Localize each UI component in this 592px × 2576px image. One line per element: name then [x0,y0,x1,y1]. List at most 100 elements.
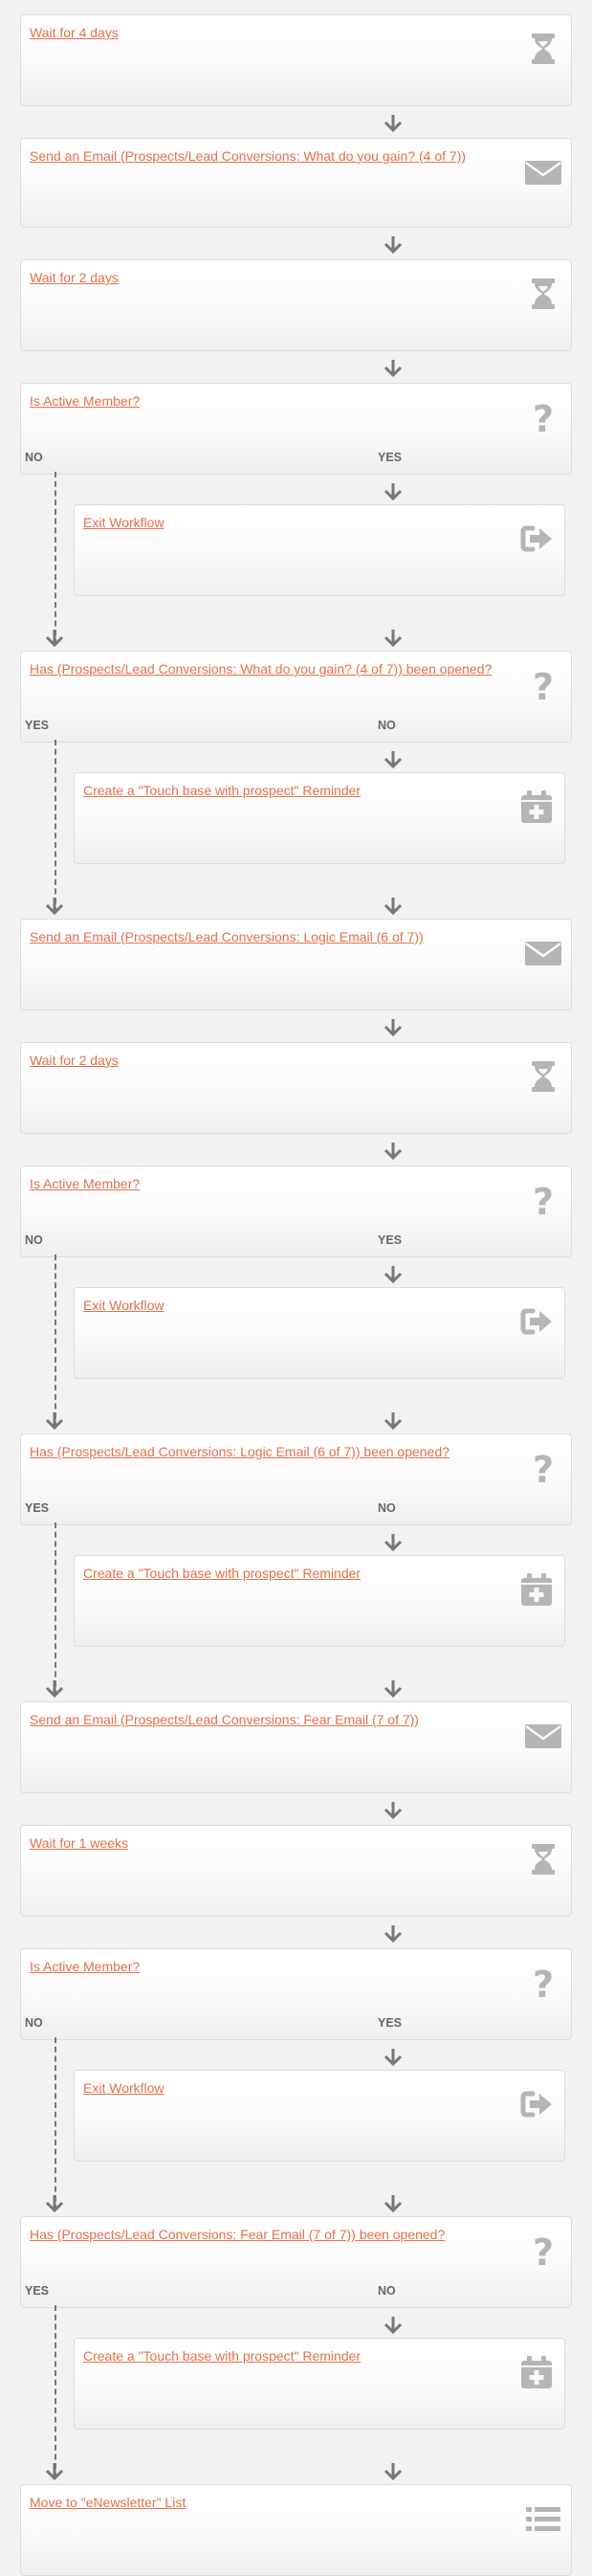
step-title-link[interactable]: Has (Prospects/Lead Conversions: Logic E… [30,1444,449,1459]
workflow-step-card: Wait for 2 days [20,259,572,351]
step-title-link[interactable]: Is Active Member? [30,1176,141,1191]
branch-label-yes: YES [25,719,50,732]
step-title-link[interactable]: Has (Prospects/Lead Conversions: Fear Em… [30,2227,446,2242]
arrow-down-icon [383,629,404,648]
step-title-link[interactable]: Has (Prospects/Lead Conversions: What do… [30,661,493,677]
dashed-connector [55,2037,56,2210]
arrow-down-icon [383,114,404,133]
arrow-down-icon [383,897,404,916]
step-title-link[interactable]: Create a "Touch base with prospect" Remi… [83,783,362,798]
branch-label-no: NO [25,1233,43,1247]
step-title-link[interactable]: Wait for 2 days [30,270,119,285]
step-title-link[interactable]: Wait for 2 days [30,1053,119,1068]
exit-icon [517,2085,556,2123]
branch-label-yes: YES [378,1233,403,1247]
calendar-add-icon [517,1570,556,1609]
arrow-down-icon [383,2316,404,2335]
step-title-link[interactable]: Is Active Member? [30,393,141,409]
arrow-down-icon [383,2462,404,2481]
condition-card: Is Active Member?? [20,1948,572,2040]
branch-label-no: NO [378,719,396,732]
step-title-link[interactable]: Wait for 4 days [30,25,119,40]
hourglass-icon [524,1840,562,1878]
branch-label-yes: YES [25,1501,50,1515]
envelope-icon [524,1717,562,1755]
email-opened-card: Has (Prospects/Lead Conversions: Logic E… [20,1433,572,1525]
step-title-link[interactable]: Send an Email (Prospects/Lead Conversion… [30,1712,419,1727]
list-icon [524,2499,562,2538]
hourglass-icon [524,275,562,313]
question-icon: ? [524,398,562,436]
question-icon: ? [524,1181,562,1219]
step-title-link[interactable]: Send an Email (Prospects/Lead Conversion… [30,929,424,944]
svg-text:?: ? [533,2232,554,2270]
arrow-down-icon [383,1142,404,1161]
exit-icon [517,520,556,558]
reminder-card: Create a "Touch base with prospect" Remi… [74,1555,565,1647]
svg-text:?: ? [533,666,554,704]
reminder-card: Create a "Touch base with prospect" Remi… [74,772,565,864]
step-title-link[interactable]: Exit Workflow [83,1298,164,1313]
step-title-link[interactable]: Send an Email (Prospects/Lead Conversion… [30,148,467,164]
question-icon: ? [524,1964,562,2002]
workflow-step-card: Move to "eNewsletter" List [20,2484,572,2576]
step-title-link[interactable]: Create a "Touch base with prospect" Remi… [83,2348,362,2364]
step-title-link[interactable]: Exit Workflow [83,515,164,530]
branch-label-no: NO [378,2284,396,2298]
step-title-link[interactable]: Move to "eNewsletter" List [30,2495,186,2510]
exit-icon [517,1302,556,1341]
branch-label-no: NO [25,451,43,464]
branch-label-no: NO [25,2016,43,2030]
condition-card: Is Active Member?? [20,1166,572,1257]
svg-text:?: ? [533,398,554,436]
arrow-down-icon [383,482,404,501]
dashed-connector [55,740,56,913]
arrow-down-icon [383,2048,404,2067]
arrow-down-icon [383,1265,404,1284]
arrow-down-icon [383,1533,404,1552]
arrow-down-icon [383,2194,404,2213]
email-opened-card: Has (Prospects/Lead Conversions: What do… [20,651,572,743]
branch-label-yes: YES [378,451,403,464]
arrow-down-icon [44,1411,65,1431]
dashed-connector [55,2305,56,2478]
arrow-down-icon [383,1679,404,1699]
question-icon: ? [524,2232,562,2270]
email-opened-card: Has (Prospects/Lead Conversions: Fear Em… [20,2216,572,2308]
workflow-step-card: Wait for 4 days [20,14,572,106]
step-title-link[interactable]: Wait for 1 weeks [30,1835,128,1851]
arrow-down-icon [44,1679,65,1699]
svg-text:?: ? [533,1181,554,1219]
arrow-down-icon [44,629,65,648]
step-title-link[interactable]: Is Active Member? [30,1959,141,1974]
dashed-connector [55,1522,56,1696]
condition-card: Is Active Member?? [20,383,572,475]
step-title-link[interactable]: Create a "Touch base with prospect" Remi… [83,1566,362,1581]
svg-text:?: ? [533,1964,554,2002]
arrow-down-icon [383,359,404,378]
arrow-down-icon [383,235,404,255]
workflow-step-card: Send an Email (Prospects/Lead Conversion… [20,1701,572,1793]
calendar-add-icon [517,788,556,826]
dashed-connector [55,1255,56,1428]
workflow-step-card: Send an Email (Prospects/Lead Conversion… [20,919,572,1010]
envelope-icon [524,934,562,972]
dashed-connector [55,472,56,645]
question-icon: ? [524,666,562,704]
workflow-step-card: Wait for 1 weeks [20,1825,572,1917]
arrow-down-icon [383,750,404,769]
envelope-icon [524,153,562,191]
exit-workflow-card: Exit Workflow [74,1287,565,1379]
branch-label-yes: YES [378,2016,403,2030]
question-icon: ? [524,1449,562,1487]
workflow-step-card: Send an Email (Prospects/Lead Conversion… [20,138,572,228]
step-title-link[interactable]: Exit Workflow [83,2080,164,2096]
arrow-down-icon [44,2194,65,2213]
exit-workflow-card: Exit Workflow [74,2070,565,2162]
exit-workflow-card: Exit Workflow [74,504,565,596]
arrow-down-icon [383,1801,404,1820]
branch-label-yes: YES [25,2284,50,2298]
arrow-down-icon [44,2462,65,2481]
arrow-down-icon [383,1411,404,1431]
